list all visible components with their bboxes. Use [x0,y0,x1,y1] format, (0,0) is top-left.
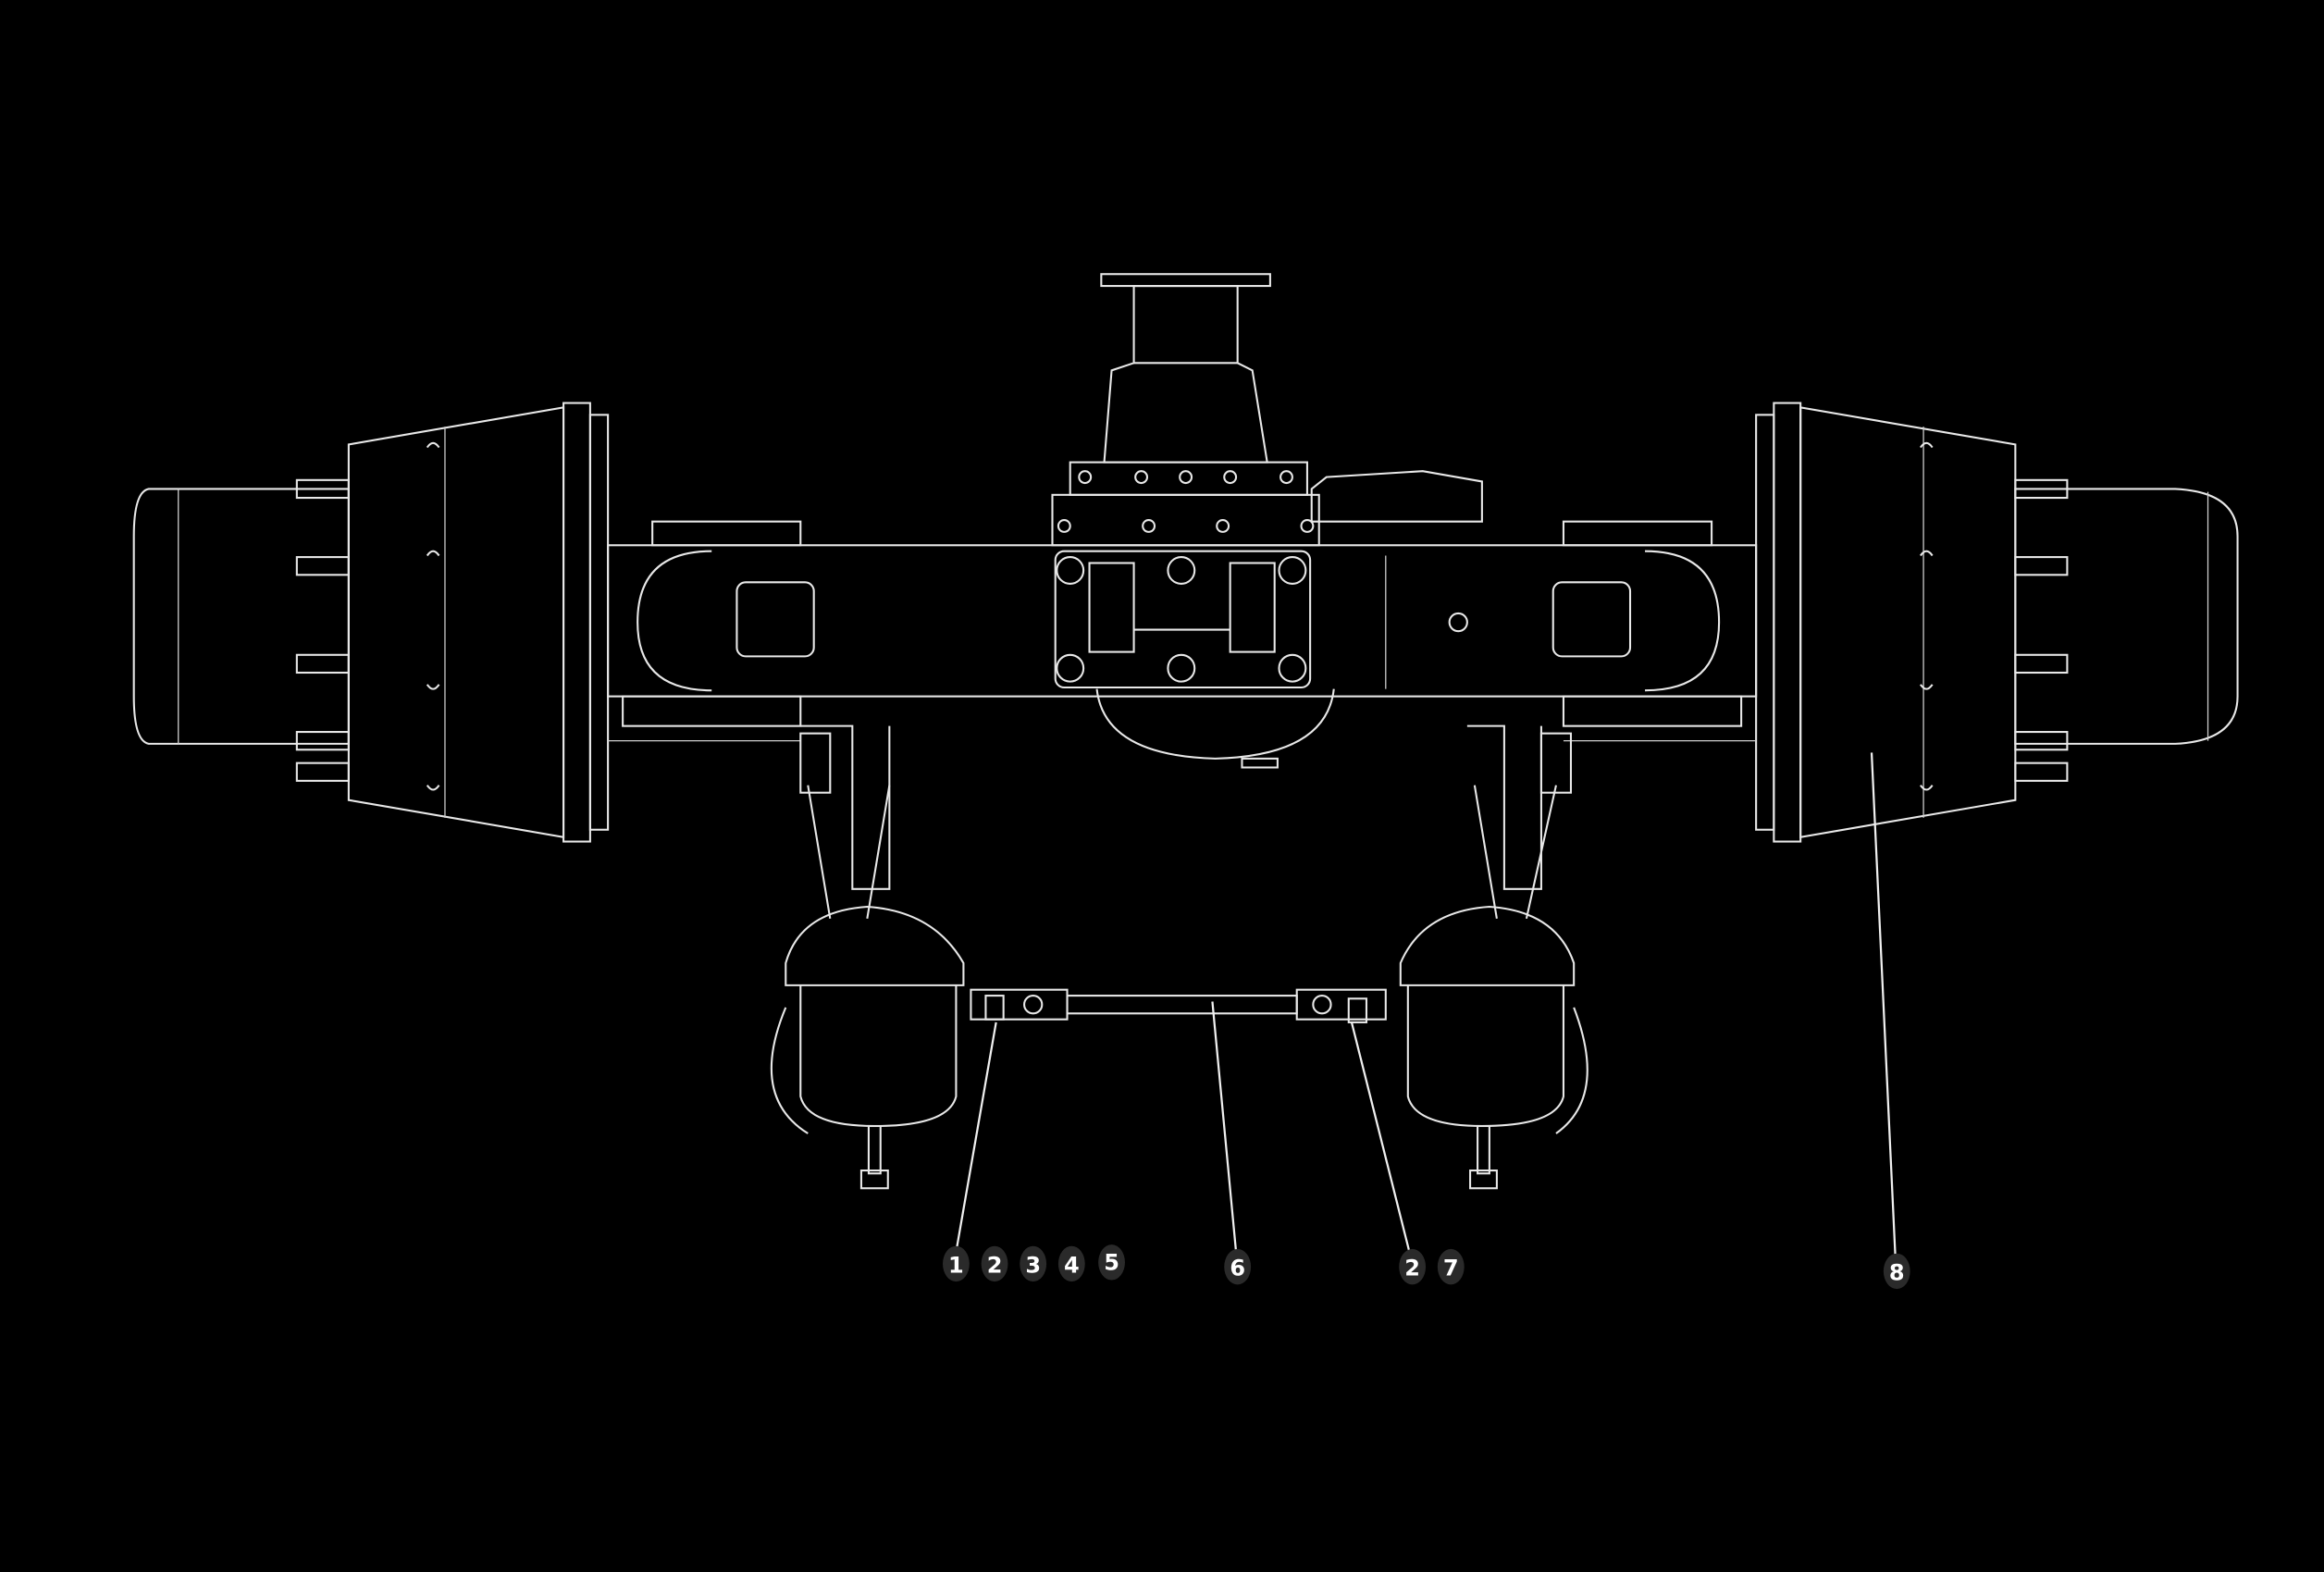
callout-label: 3 [1025,1253,1041,1279]
callout-2: 2 [981,1245,1008,1282]
callout-label: 4 [1064,1253,1080,1279]
callout-label: 1 [948,1253,964,1279]
callout-label: 6 [1230,1256,1245,1281]
callout-8: 8 [1883,1253,1910,1290]
callout-3: 3 [1020,1245,1047,1282]
callout-label: 8 [1889,1260,1905,1286]
callout-label: 2 [987,1253,1003,1279]
callout-4: 4 [1057,1245,1085,1282]
callout-5: 5 [1098,1244,1125,1281]
left-brake-chamber [770,724,965,1190]
callout-label: 2 [1404,1256,1420,1281]
callout-1: 1 [943,1245,970,1282]
right-brake-chamber [1399,724,1588,1190]
callout-7: 7 [1437,1248,1465,1285]
callout-label: 5 [1104,1249,1119,1275]
differential-housing [1051,273,1483,769]
leader-lines [955,752,1897,1256]
callout-2b: 2 [1399,1248,1427,1285]
cross-rod [970,988,1387,1023]
callout-label: 7 [1443,1256,1459,1281]
left-wheel-hub [132,402,610,843]
callout-6: 6 [1224,1248,1252,1285]
